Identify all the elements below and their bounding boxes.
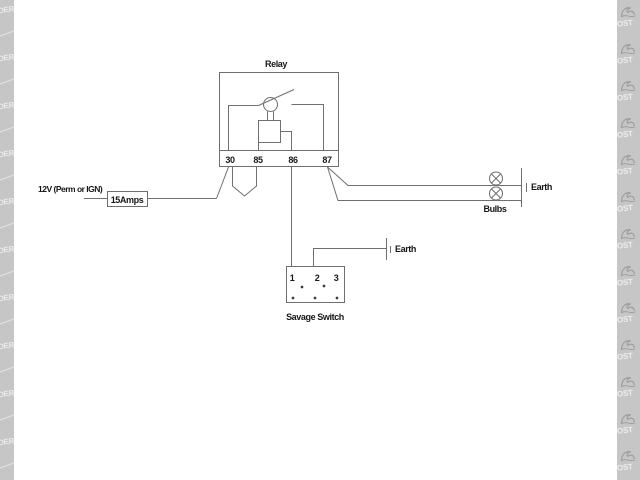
swirl-logo-icon [620, 81, 636, 92]
swirl-logo-icon [620, 340, 636, 351]
savage-switch-label: Savage Switch [286, 312, 344, 322]
swirl-logo-icon [620, 377, 636, 388]
wire-to-terminal-30 [216, 166, 229, 199]
switch-contact-dot [322, 284, 326, 288]
swirl-logo-icon [620, 7, 636, 18]
swirl-logo-icon [620, 229, 636, 240]
watermark-tile: OST [617, 261, 640, 298]
wire-switch-to-earth [313, 248, 386, 266]
supply-label: 12V (Perm or IGN) [38, 184, 103, 194]
watermark-tile: OST [617, 2, 640, 39]
relay-coil-wire-86 [280, 131, 292, 150]
watermark-tile: OST [617, 335, 640, 372]
watermark-tile: OST [617, 224, 640, 261]
wire-87-bulb-bottom [327, 166, 521, 201]
relay-terminal-30-label: 30 [225, 155, 235, 165]
watermark-tile: OST [617, 76, 640, 113]
relay-label: Relay [265, 59, 287, 69]
bulb-icon-bottom [489, 186, 503, 201]
relay-switch-riser-30 [228, 105, 259, 150]
switch-terminal-1-label: 1 [290, 273, 295, 283]
switch-terminal-2-label: 2 [315, 273, 320, 283]
swirl-logo-icon [620, 303, 636, 314]
watermark-tile: OST [617, 187, 640, 224]
swirl-logo-icon [620, 266, 636, 277]
swirl-logo-icon [620, 118, 636, 129]
fuse-label: 15Amps [111, 195, 144, 205]
switch-contact-dot [335, 296, 339, 300]
switch-terminal-3-label: 3 [334, 273, 339, 283]
swirl-logo-icon [620, 451, 636, 462]
relay-terminal-86-label: 86 [288, 155, 298, 165]
watermark-tile: OST [617, 39, 640, 76]
watermark-tile: OST [617, 446, 640, 480]
watermark-tile: OST [617, 409, 640, 446]
watermark-tile: OST [617, 150, 640, 187]
switch-contact-dot [313, 296, 317, 300]
watermark-strip-right: OST OST OST OST OST OST OST OST OST OST … [617, 0, 640, 480]
switch-contact-dot [300, 285, 304, 289]
relay-mounting-tab [232, 167, 257, 197]
relay-terminal-85-label: 85 [253, 155, 263, 165]
relay-outline [219, 72, 339, 167]
earth-symbol-mid [386, 238, 391, 260]
swirl-logo-icon [620, 155, 636, 166]
relay-coil-box [258, 120, 281, 143]
watermark-tile: OST [617, 298, 640, 335]
watermark-tile: OST [617, 113, 640, 150]
swirl-logo-icon [620, 414, 636, 425]
bulb-icon-top [489, 171, 503, 186]
earth-symbol-right [521, 168, 527, 207]
wire-87-bulb-top [327, 166, 521, 186]
relay-armature-knob [263, 97, 278, 112]
watermark-strip-left: DERS DERS DERS DERS DERS DERS DERS DERS … [0, 0, 14, 480]
switch-contact-dot [291, 296, 295, 300]
swirl-logo-icon [620, 192, 636, 203]
swirl-logo-icon [620, 44, 636, 55]
savage-switch-box [286, 266, 345, 303]
relay-switch-contact-87 [291, 104, 324, 150]
watermark-tile: OST [617, 372, 640, 409]
earth-label-mid: Earth [395, 244, 416, 254]
relay-terminal-87-label: 87 [322, 155, 332, 165]
bulbs-label: Bulbs [483, 204, 506, 214]
earth-label-right: Earth [531, 182, 552, 192]
relay-switch-blade [258, 89, 295, 106]
